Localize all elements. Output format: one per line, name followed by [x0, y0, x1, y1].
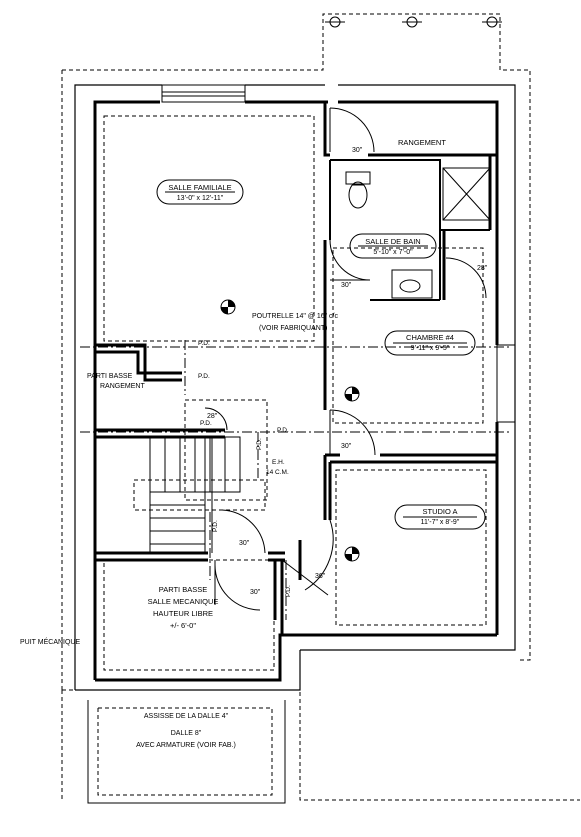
exterior-walls: [74, 84, 516, 691]
room-dims-salle-familiale: 13'-0" x 12'-11": [177, 195, 224, 202]
room-name-salle-de-bain: SALLE DE BAIN: [365, 237, 420, 246]
rangement-label: RANGEMENT: [100, 383, 145, 390]
meca-line2: SALLE MECANIQUE: [148, 597, 219, 606]
room-dims-studio: 11'-7" x 8'-9": [421, 519, 460, 526]
door-size-stair: 28": [207, 413, 218, 420]
pd-label-7: P.D.: [285, 585, 292, 597]
room-name-chambre: CHAMBRE #4: [406, 333, 454, 342]
room-name-rangement: RANGEMENT: [398, 138, 446, 147]
interior-walls: [95, 102, 497, 635]
armature-note: AVEC ARMATURE (VOIR FAB.): [136, 742, 236, 749]
eh-cm-label: 14 C.M.: [266, 469, 289, 476]
joist-markers: [220, 299, 360, 562]
room-dims-salle-de-bain: 5'-10" x 7'-0": [373, 249, 413, 256]
pd-label-1: P.D.: [198, 340, 210, 347]
fabriquant-note: (VOIR FABRIQUANT): [259, 325, 327, 332]
pd-label-4: P.D.: [277, 427, 289, 434]
slab-area: [61, 650, 580, 804]
room-name-salle-familiale: SALLE FAMILIALE: [168, 183, 231, 192]
door-swings: [204, 107, 487, 611]
assise-note: ASSISSE DE LA DALLE 4": [144, 713, 229, 720]
room-name-studio: STUDIO A: [422, 507, 457, 516]
stair: [133, 399, 268, 554]
pd-label-5: P.D.: [256, 438, 263, 450]
parti-basse-label: PARTI BASSE: [87, 373, 133, 380]
beam-lines: [80, 340, 510, 620]
room-tags: [156, 179, 486, 530]
door-size-studio: 36": [315, 573, 326, 580]
pd-label-2: P.D.: [198, 373, 210, 380]
door-size-meca: 30": [239, 540, 250, 547]
room-dims-chambre: 9'-11" x 9'-5": [411, 345, 450, 352]
puit-mecanique-label: PUIT MÉCANIQUE: [20, 637, 80, 646]
poutrelle-note: POUTRELLE 14" @ 16" c/c: [252, 313, 338, 320]
meca-line3: HAUTEUR LIBRE: [153, 609, 213, 618]
eh-label: E.H.: [272, 459, 285, 466]
labels: SALLE FAMILIALE 13'-0" x 12'-11" RANGEME…: [20, 138, 488, 749]
door-size-bain: 30": [341, 282, 352, 289]
pd-label-6: P.D.: [212, 520, 219, 532]
dalle-note: DALLE 8": [171, 730, 202, 737]
door-size-chambre: 28": [477, 265, 488, 272]
meca-line1: PARTI BASSE: [159, 585, 208, 594]
door-size-meca-2: 30": [250, 589, 261, 596]
top-windows: [162, 91, 245, 97]
bathroom-fixtures: [345, 167, 491, 299]
meca-line4: +/- 6'-0": [170, 621, 196, 630]
door-size-rangement: 30": [352, 147, 363, 154]
porch-markers: [325, 16, 502, 28]
pd-label-3: P.D.: [200, 420, 212, 427]
door-size-studio-top: 30": [341, 443, 352, 450]
